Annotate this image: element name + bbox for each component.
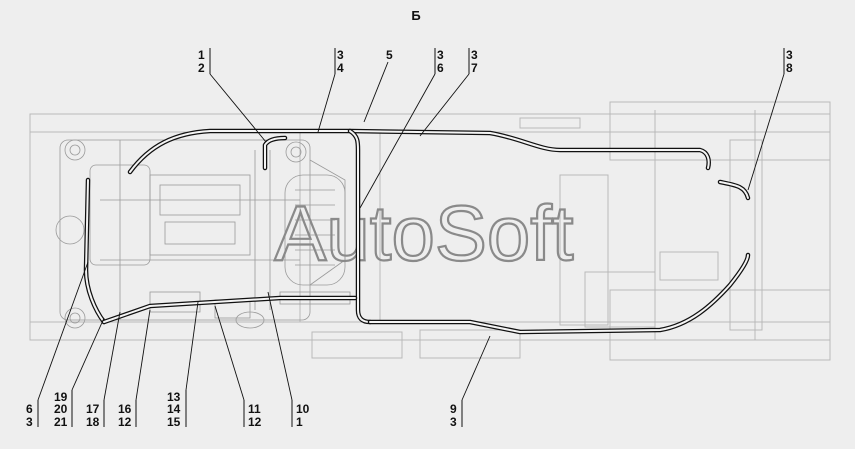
callout-19-20-21: 19 20 21: [54, 390, 71, 429]
callout-line: 3: [450, 415, 457, 429]
callout-3-8: 3 8: [786, 48, 796, 75]
callout-line: 3: [786, 48, 793, 62]
callout-10-1: 10 1: [296, 402, 313, 429]
callout-line: 1: [198, 48, 205, 62]
callout-9-3: 9 3: [450, 402, 460, 429]
callout-line: 18: [86, 415, 100, 429]
callout-3-6: 3 6: [437, 48, 447, 75]
callout-line: 3: [337, 48, 344, 62]
callout-3-4: 3 4: [337, 48, 347, 75]
callout-6-3: 6 3: [26, 402, 36, 429]
callout-line: 17: [86, 402, 100, 416]
callout-16-12: 16 12: [118, 402, 135, 429]
callout-17-18: 17 18: [86, 402, 103, 429]
hose-upper-main: [127, 128, 711, 175]
callout-line: 13: [167, 390, 181, 404]
callout-line: 3: [26, 415, 33, 429]
callout-line: 3: [471, 48, 478, 62]
callout-line: 2: [198, 61, 205, 75]
callout-line: 19: [54, 390, 68, 404]
callout-line: 6: [437, 61, 444, 75]
callout-line: 6: [26, 402, 33, 416]
callout-line: 12: [118, 415, 132, 429]
callout-line: 1: [296, 415, 303, 429]
watermark: AutoSoft: [274, 189, 574, 277]
leader-lines: [37, 48, 785, 427]
callout-line: 11: [248, 402, 261, 416]
callout-line: 7: [471, 61, 478, 75]
callout-line: 8: [786, 61, 793, 75]
callout-line: 4: [337, 61, 344, 75]
callout-line: 10: [296, 402, 310, 416]
callout-11-12: 11 12: [248, 402, 264, 429]
callout-1-2: 1 2: [198, 48, 208, 75]
callout-line: 14: [167, 402, 181, 416]
callout-line: 12: [248, 415, 262, 429]
hose-left-side: [83, 177, 107, 325]
view-label: Б: [411, 8, 420, 23]
callout-line: 15: [167, 415, 181, 429]
callout-line: 21: [54, 415, 68, 429]
callout-line: 5: [386, 48, 393, 62]
callout-13-14-15: 13 14 15: [167, 390, 184, 429]
callout-5: 5: [386, 48, 393, 62]
callout-line: 9: [450, 402, 457, 416]
callout-3-7: 3 7: [471, 48, 481, 75]
callout-line: 3: [437, 48, 444, 62]
callout-line: 16: [118, 402, 132, 416]
callout-line: 20: [54, 402, 68, 416]
hose-routing: [83, 128, 751, 335]
